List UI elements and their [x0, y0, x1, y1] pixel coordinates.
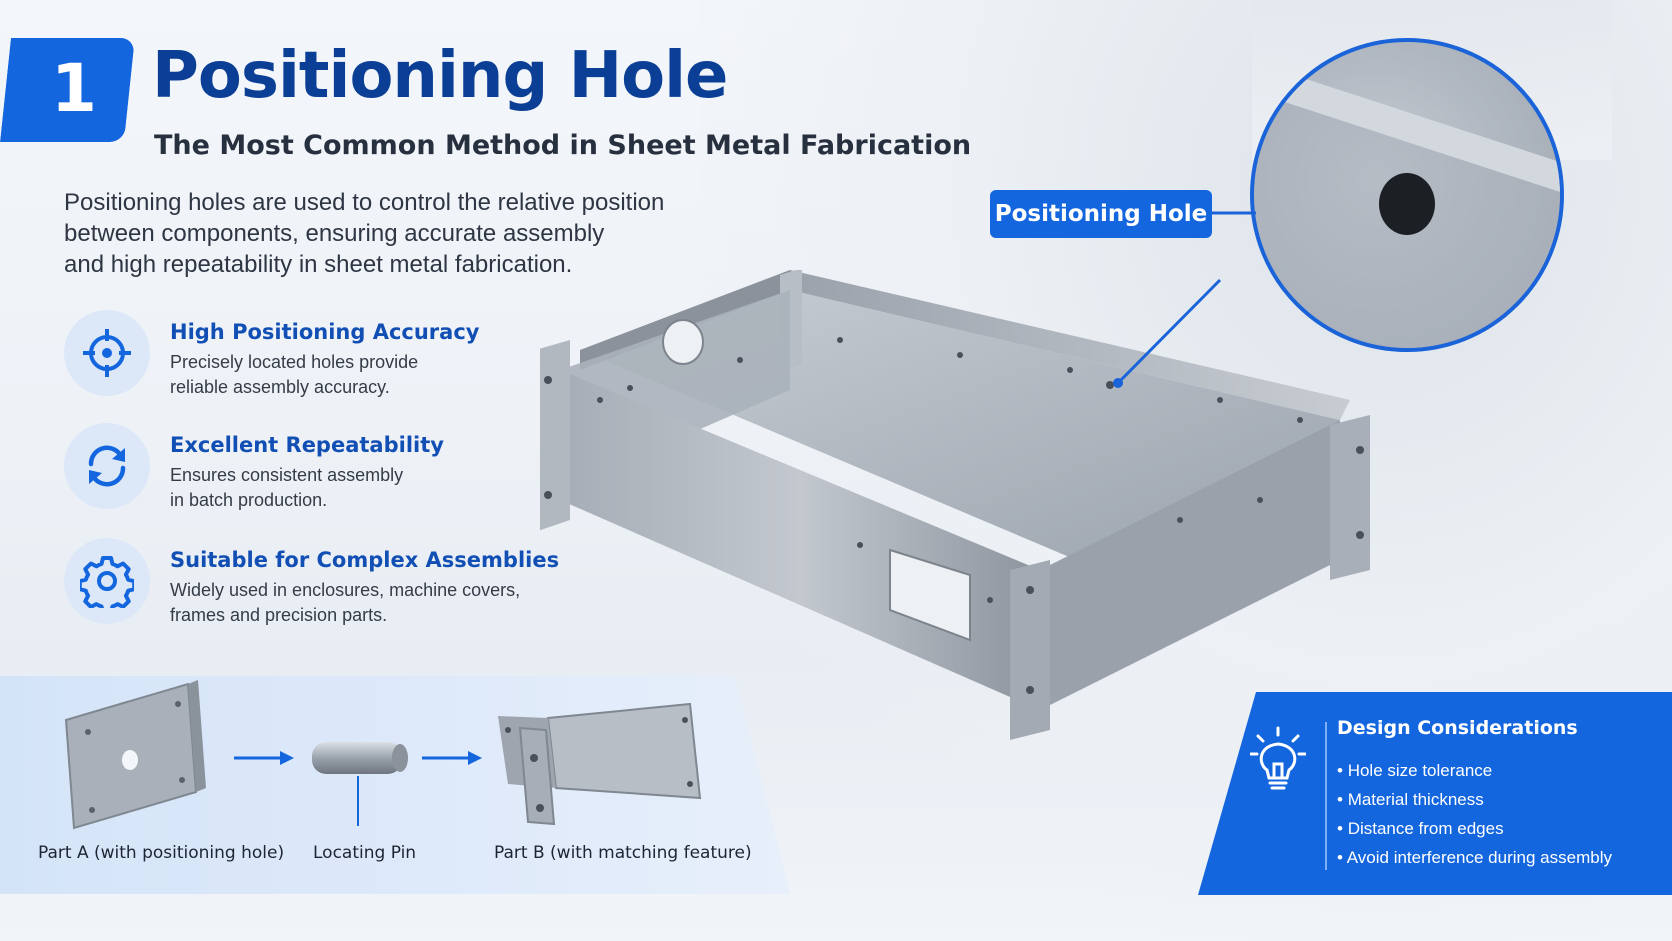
gear-icon — [64, 538, 150, 624]
feature-title: Excellent Repeatability — [170, 433, 444, 457]
zoom-detail-circle — [1250, 38, 1564, 352]
feature-description: Ensures consistent assembly in batch pro… — [170, 463, 590, 513]
crosshair-icon — [64, 310, 150, 396]
feature-title: High Positioning Accuracy — [170, 320, 480, 344]
feature-item-complex-assemblies: Suitable for Complex Assemblies Widely u… — [64, 538, 584, 628]
feature-desc-line: Widely used in enclosures, machine cover… — [170, 580, 521, 600]
page-subtitle: The Most Common Method in Sheet Metal Fa… — [154, 130, 972, 161]
callout-connector — [1212, 211, 1256, 215]
positioning-hole-callout: Positioning Hole — [990, 190, 1212, 238]
sheet-metal-enclosure-image — [540, 270, 1370, 740]
step-number: 1 — [51, 50, 97, 127]
design-considerations-list: Hole size tolerance Material thickness D… — [1337, 756, 1612, 872]
intro-line: and high repeatability in sheet metal fa… — [64, 251, 573, 278]
list-item: Hole size tolerance — [1337, 756, 1612, 785]
intro-line: between components, ensuring accurate as… — [64, 220, 605, 247]
feature-description: Widely used in enclosures, machine cover… — [170, 578, 590, 628]
feature-description: Precisely located holes provide reliable… — [170, 350, 590, 400]
feature-desc-line: in batch production. — [170, 490, 328, 510]
arrow-right-icon — [422, 751, 482, 765]
feature-desc-line: reliable assembly accuracy. — [170, 377, 390, 397]
part-b-label: Part B (with matching feature) — [494, 843, 752, 863]
divider — [1325, 722, 1327, 870]
feature-desc-line: Precisely located holes provide — [170, 352, 419, 372]
positioning-hole-marker — [1113, 378, 1123, 388]
positioning-hole-closeup — [1379, 173, 1435, 235]
leader-line — [1116, 278, 1222, 385]
feature-desc-line: Ensures consistent assembly — [170, 465, 404, 485]
arrow-right-icon — [234, 751, 294, 765]
feature-item-repeatability: Excellent Repeatability Ensures consiste… — [64, 423, 584, 513]
refresh-icon — [64, 423, 150, 509]
part-b-image — [498, 702, 702, 826]
feature-desc-line: frames and precision parts. — [170, 605, 388, 625]
feature-item-accuracy: High Positioning Accuracy Precisely loca… — [64, 310, 584, 400]
locating-pin-image — [312, 742, 408, 826]
feature-title: Suitable for Complex Assemblies — [170, 548, 560, 572]
intro-paragraph: Positioning holes are used to control th… — [64, 187, 704, 280]
part-a-label: Part A (with positioning hole) — [38, 843, 285, 863]
locating-pin-label: Locating Pin — [313, 843, 417, 863]
list-item: Material thickness — [1337, 785, 1612, 814]
list-item: Distance from edges — [1337, 814, 1612, 843]
intro-line: Positioning holes are used to control th… — [64, 189, 665, 216]
page-title: Positioning Hole — [152, 39, 728, 113]
lightbulb-icon — [1250, 726, 1306, 790]
list-item: Avoid interference during assembly — [1337, 843, 1612, 872]
design-considerations-title: Design Considerations — [1337, 717, 1578, 739]
part-a-image — [64, 680, 206, 830]
